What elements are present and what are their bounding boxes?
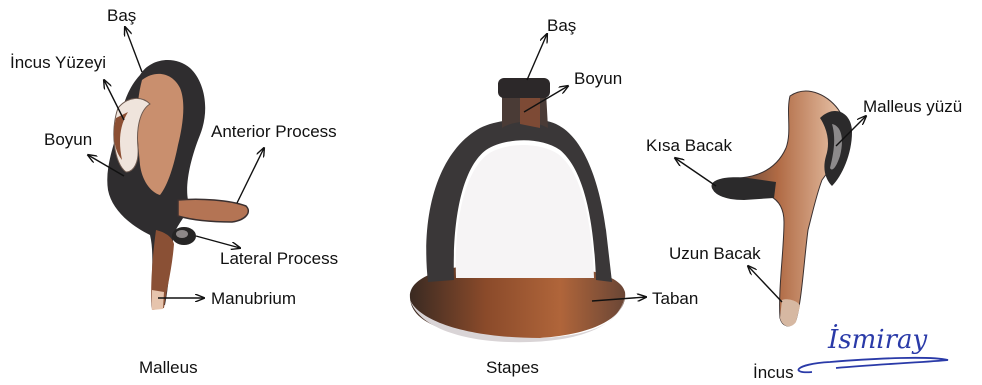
malleus-drawing [107, 60, 248, 310]
label-malleus-bas: Baş [107, 6, 136, 25]
label-malleus-anterior-process: Anterior Process [211, 122, 337, 141]
arrow-malleus-incus-yuzeyi [104, 80, 124, 120]
label-stapes-bas: Baş [547, 16, 576, 35]
label-malleus-boyun: Boyun [44, 130, 92, 149]
incus-drawing [712, 91, 852, 326]
label-incus-uzun-bacak: Uzun Bacak [669, 244, 761, 263]
label-incus-malleus-yuzu: Malleus yüzü [863, 97, 962, 116]
label-stapes-boyun: Boyun [574, 69, 622, 88]
arrow-malleus-anterior [237, 148, 264, 203]
arrow-incus-kisa-bacak [675, 158, 716, 186]
incus-body [712, 91, 843, 326]
arrow-malleus-lateral [196, 236, 240, 248]
arrow-incus-uzun-bacak [748, 266, 782, 302]
label-malleus-lateral-process: Lateral Process [220, 249, 338, 268]
stapes-head [498, 78, 550, 98]
caption-malleus: Malleus [139, 358, 198, 377]
stapes-drawing [410, 78, 625, 342]
incus-long-crus [780, 299, 800, 326]
caption-incus: İncus [753, 363, 794, 382]
arrow-malleus-bas [125, 27, 142, 72]
label-stapes-taban: Taban [652, 289, 698, 308]
label-malleus-incus-yuzeyi: İncus Yüzeyi [10, 53, 106, 72]
signature-underline [798, 358, 948, 372]
arrow-stapes-bas [527, 34, 547, 80]
incus-short-crus [712, 177, 776, 200]
label-incus-kisa-bacak: Kısa Bacak [646, 136, 732, 155]
signature-text: İsmiray [827, 324, 928, 355]
signature: İsmiray [798, 324, 948, 372]
label-malleus-manubrium: Manubrium [211, 289, 296, 308]
caption-stapes: Stapes [486, 358, 539, 377]
